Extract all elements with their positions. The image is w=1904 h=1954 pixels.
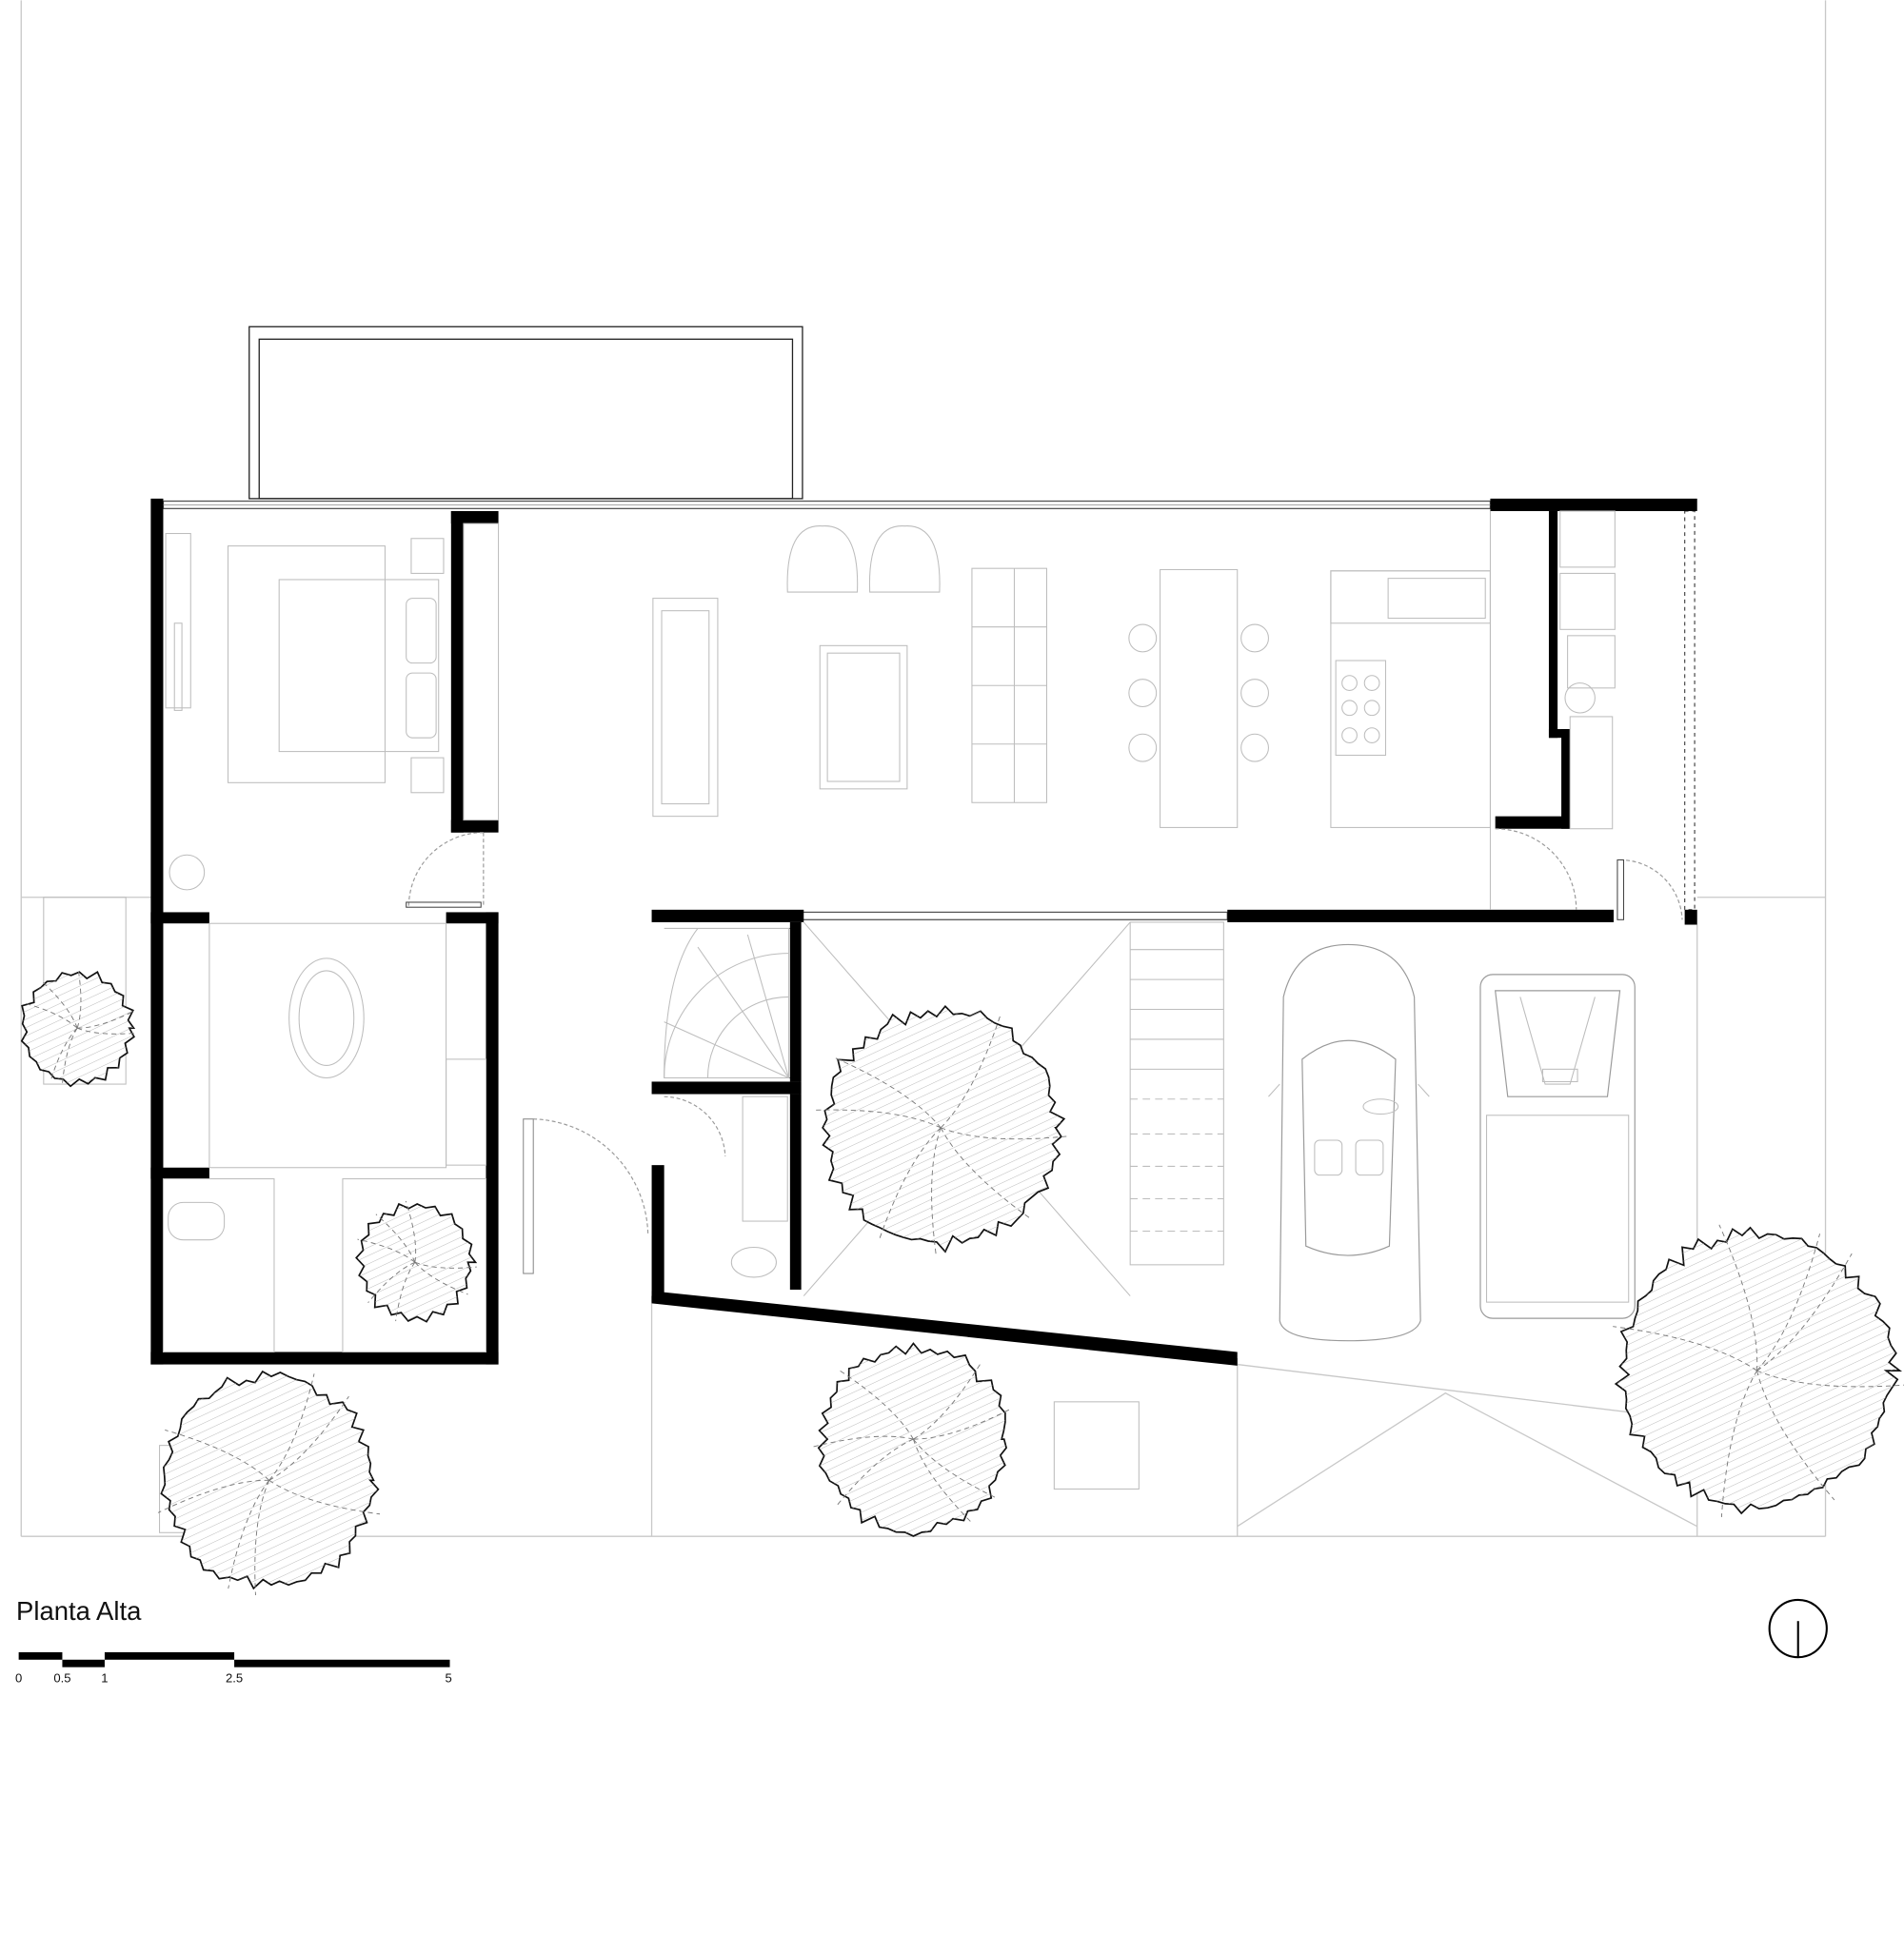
doors	[406, 828, 1683, 1234]
tree-icon	[1613, 1224, 1904, 1518]
walls	[150, 498, 1697, 1366]
tree-icon	[811, 1342, 1012, 1537]
site-boundary	[20, 0, 1827, 1537]
scale-label: 0.5	[53, 1670, 70, 1685]
car-pickup	[1479, 974, 1636, 1319]
tree-icon	[157, 1370, 381, 1596]
scale-label: 2.5	[226, 1670, 243, 1685]
balcony	[248, 326, 803, 500]
car-sedan	[1268, 943, 1430, 1342]
scale-label: 1	[101, 1670, 108, 1685]
tree-icon	[812, 1004, 1070, 1257]
tree-icon	[20, 967, 138, 1088]
scale-label: 5	[446, 1670, 452, 1685]
scale-bar: 0 0.5 1 2.5 5	[15, 1651, 452, 1685]
north-arrow-icon	[1768, 1598, 1828, 1659]
tree-icon	[355, 1200, 478, 1323]
drawing-title: Planta Alta	[16, 1596, 142, 1626]
straight-stair	[1129, 921, 1224, 1266]
trees	[20, 967, 1904, 1596]
scale-label: 0	[15, 1670, 22, 1685]
